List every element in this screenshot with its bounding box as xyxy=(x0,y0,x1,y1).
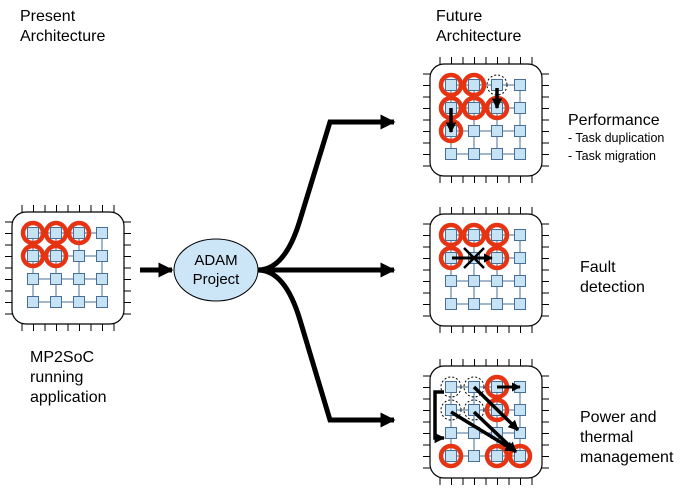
migrated-task-ring xyxy=(440,399,462,421)
migrated-task-ring xyxy=(440,376,462,398)
processor-core xyxy=(27,296,39,308)
power-migration-arrow xyxy=(433,390,446,444)
active-task-ring xyxy=(484,443,510,469)
processor-core xyxy=(73,250,85,262)
active-task-ring xyxy=(484,222,510,248)
processor-core xyxy=(96,296,108,308)
processor-core xyxy=(491,125,503,137)
active-task-ring xyxy=(43,243,69,269)
processor-core xyxy=(491,252,503,264)
performance-label: Performance xyxy=(568,112,660,129)
processor-core xyxy=(514,275,526,287)
processor-core xyxy=(445,427,457,439)
processor-core xyxy=(468,102,480,114)
processor-core xyxy=(491,275,503,287)
chip-present xyxy=(5,205,131,331)
processor-core xyxy=(445,148,457,160)
processor-core xyxy=(73,296,85,308)
chip-performance xyxy=(423,57,549,183)
flow-arrows xyxy=(140,114,396,428)
adam-ellipse xyxy=(173,238,259,302)
processor-core xyxy=(468,148,480,160)
chip-fault xyxy=(423,207,549,333)
processor-core xyxy=(27,250,39,262)
task-duplication-item: - Task duplication xyxy=(568,131,665,145)
processor-core xyxy=(73,227,85,239)
processor-core xyxy=(514,427,526,439)
active-task-ring xyxy=(507,443,533,469)
processor-core xyxy=(514,102,526,114)
processor-core xyxy=(468,79,480,91)
active-task-ring xyxy=(20,243,46,269)
processor-core xyxy=(445,229,457,241)
processor-core xyxy=(514,148,526,160)
processor-core xyxy=(514,79,526,91)
power-migration-arrow xyxy=(472,410,518,454)
processor-core xyxy=(96,273,108,285)
power-migration-arrow xyxy=(472,385,520,432)
power-migration-arrow xyxy=(450,410,516,453)
processor-core xyxy=(445,275,457,287)
processor-core xyxy=(491,229,503,241)
processor-core xyxy=(73,273,85,285)
adam-project-node xyxy=(173,238,259,302)
processor-core xyxy=(491,148,503,160)
processor-core xyxy=(50,227,62,239)
processor-core xyxy=(445,381,457,393)
processor-core xyxy=(468,298,480,310)
active-task-ring xyxy=(438,443,464,469)
processor-core xyxy=(445,79,457,91)
processor-core xyxy=(445,298,457,310)
processor-core xyxy=(96,227,108,239)
processor-core xyxy=(468,404,480,416)
processor-core xyxy=(445,450,457,462)
branch-power xyxy=(257,267,396,428)
processor-core xyxy=(445,404,457,416)
active-task-ring xyxy=(438,222,464,248)
processor-core xyxy=(468,275,480,287)
active-task-ring xyxy=(66,220,92,246)
active-task-ring xyxy=(461,72,487,98)
processor-core xyxy=(50,296,62,308)
processor-core xyxy=(514,229,526,241)
processor-core xyxy=(468,125,480,137)
processor-core xyxy=(468,450,480,462)
processor-core xyxy=(468,229,480,241)
migrated-task-ring xyxy=(463,399,485,421)
processor-core xyxy=(96,250,108,262)
processor-core xyxy=(514,404,526,416)
processor-core xyxy=(50,273,62,285)
processor-core xyxy=(50,250,62,262)
processor-core xyxy=(514,450,526,462)
processor-core xyxy=(27,227,39,239)
processor-core xyxy=(514,125,526,137)
active-task-ring xyxy=(461,222,487,248)
processor-core xyxy=(514,298,526,310)
processor-core xyxy=(491,298,503,310)
processor-core xyxy=(491,450,503,462)
branch-performance xyxy=(257,114,396,273)
active-task-ring xyxy=(20,220,46,246)
active-task-ring xyxy=(43,220,69,246)
migrated-task-ring xyxy=(486,74,508,96)
task-migration-item: - Task migration xyxy=(568,149,656,163)
active-task-ring xyxy=(461,95,487,121)
active-task-ring xyxy=(438,72,464,98)
processor-core xyxy=(27,273,39,285)
migrated-task-ring xyxy=(463,376,485,398)
active-task-ring xyxy=(484,397,510,423)
processor-core xyxy=(514,252,526,264)
